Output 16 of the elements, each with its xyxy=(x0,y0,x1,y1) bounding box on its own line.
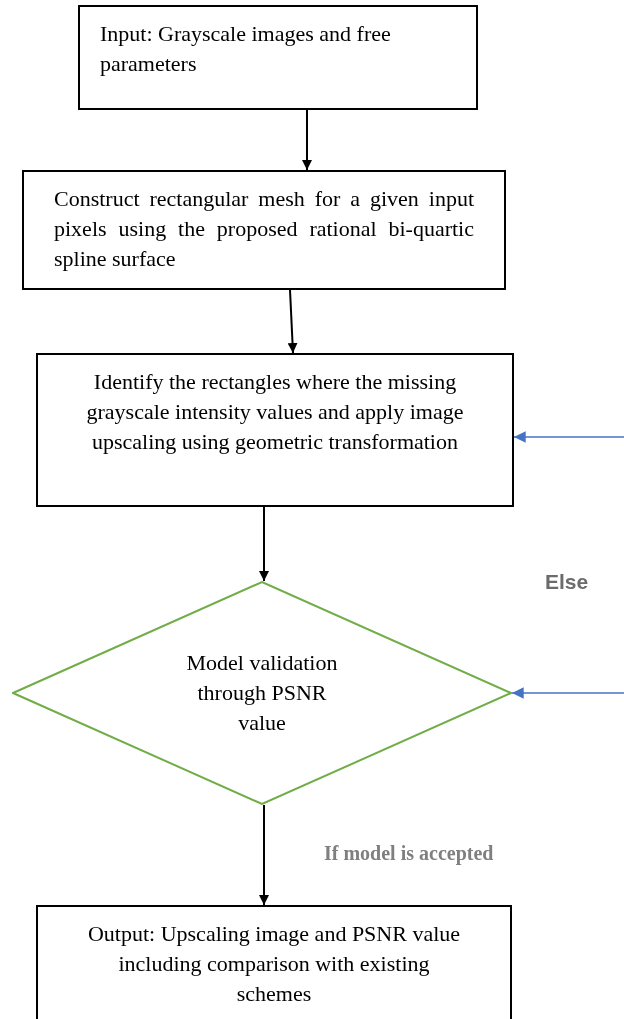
node-text: Construct rectangular mesh for a given input pixels using the proposed rational bi-quartic spline surface xyxy=(54,185,474,273)
process-box xyxy=(36,353,514,507)
arrow xyxy=(259,506,269,582)
arrow xyxy=(287,289,298,354)
process-box xyxy=(22,170,506,290)
node-text: Identify the rectangles where the missing grayscale intensity values and apply image upscaling using geometric transformation xyxy=(85,368,465,456)
arrow xyxy=(513,431,624,443)
process-box xyxy=(36,905,512,1019)
branch-label: Else xyxy=(545,569,589,595)
process-box xyxy=(78,5,478,110)
arrow xyxy=(259,804,269,906)
arrow xyxy=(511,687,624,699)
node-text: Output: Upscaling image and PSNR value including comparison with existing schemes xyxy=(86,920,462,1008)
node-text: Input: Grayscale images and free parameters xyxy=(100,20,392,78)
node-text: Model validation through PSNR value xyxy=(185,649,339,737)
arrow xyxy=(302,109,312,171)
